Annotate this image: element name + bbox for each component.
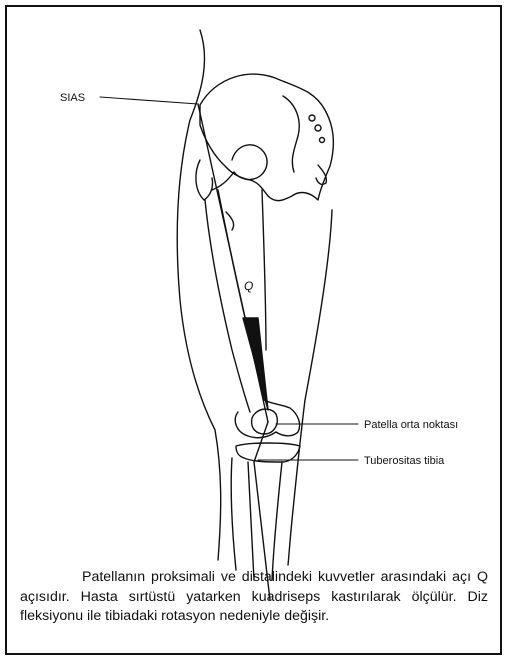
femoral-head: [232, 145, 267, 180]
quad-line: [262, 190, 266, 350]
label-patella-mid: Patella orta noktası: [364, 419, 458, 431]
fibula: [231, 458, 236, 570]
greater-trochanter: [196, 160, 213, 200]
pubic-ramus: [316, 165, 326, 184]
figure-caption: Patellanın proksimali ve distalindeki ku…: [20, 568, 488, 627]
q-angle-wedge: [243, 318, 268, 410]
pelvis-inner: [283, 96, 299, 172]
line-patella-to-tuberositas: [254, 422, 268, 462]
femur-shaft-left: [205, 200, 250, 412]
sias-leader-line: [100, 97, 198, 104]
pelvis-foramen-1: [309, 115, 315, 121]
tibia-shaft-left: [248, 462, 254, 580]
pelvis-outline: [200, 74, 333, 201]
label-tuberositas-tibia: Tuberositas tibia: [364, 455, 445, 467]
pelvis-foramen-3: [320, 138, 325, 143]
tibia-shaft-right: [272, 462, 282, 580]
leg-outline-right: [288, 210, 332, 565]
line-sias-to-patella: [198, 104, 268, 422]
label-sias: SIAS: [60, 92, 85, 104]
pelvis-foramen-2: [315, 125, 321, 131]
tibia-plateau: [236, 443, 300, 462]
lesser-trochanter: [226, 212, 234, 230]
label-q-angle: Q: [244, 279, 253, 293]
